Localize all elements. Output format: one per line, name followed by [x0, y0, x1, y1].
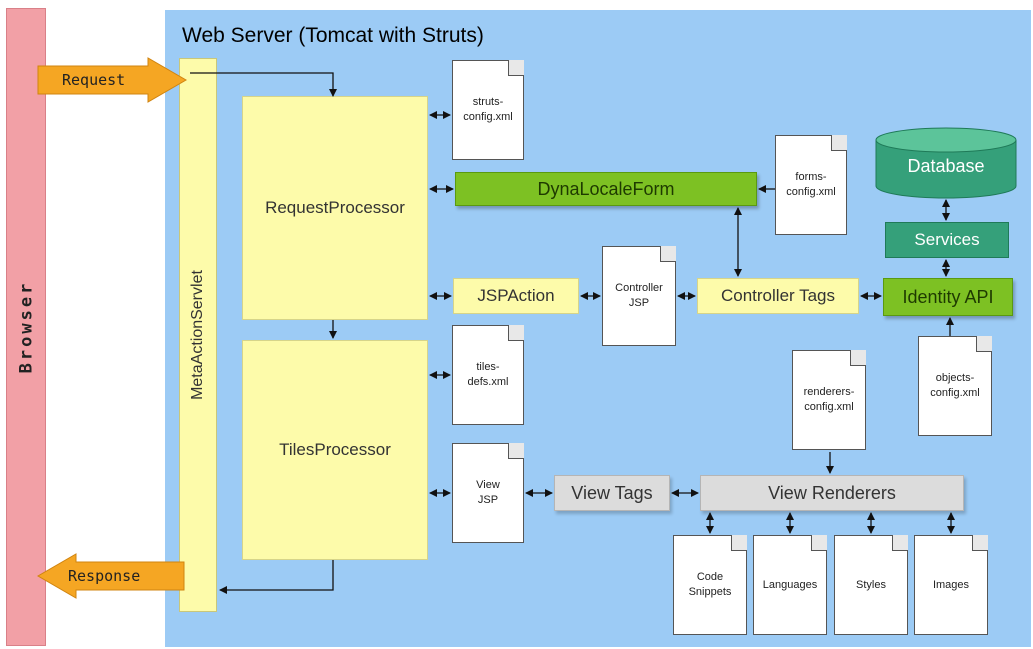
- web-server-title: Web Server (Tomcat with Struts): [182, 24, 484, 47]
- controller-tags: Controller Tags: [697, 278, 859, 314]
- jsp-action: JSPAction: [453, 278, 579, 314]
- request-arrow: [37, 57, 187, 103]
- view-jsp-doc: View JSP: [452, 443, 524, 543]
- images-doc: Images: [914, 535, 988, 635]
- view-jsp-doc-fold: [508, 443, 524, 459]
- jsp-action-label: JSPAction: [477, 286, 555, 305]
- services: Services: [885, 222, 1009, 258]
- objects-config-doc-fold: [976, 336, 992, 352]
- code-snippets-doc-fold: [731, 535, 747, 551]
- renderers-config-doc: renderers- config.xml: [792, 350, 866, 450]
- view-renderers: View Renderers: [700, 475, 964, 511]
- tiles-processor-label: TilesProcessor: [279, 440, 391, 459]
- identity-api-label: Identity API: [902, 286, 994, 307]
- styles-doc: Styles: [834, 535, 908, 635]
- objects-config-doc: objects- config.xml: [918, 336, 992, 436]
- services-label: Services: [914, 230, 980, 249]
- tiles-defs-doc: tiles- defs.xml: [452, 325, 524, 425]
- browser-column: [6, 8, 46, 646]
- forms-config-doc-fold: [831, 135, 847, 151]
- response-label: Response: [68, 567, 140, 585]
- struts-config-doc: struts- config.xml: [452, 60, 524, 160]
- meta-action-servlet: [179, 58, 217, 612]
- identity-api: Identity API: [883, 278, 1013, 316]
- tiles-defs-doc-fold: [508, 325, 524, 341]
- database-label: Database: [907, 156, 984, 176]
- controller-tags-label: Controller Tags: [720, 286, 836, 305]
- dyna-locale-form-label: DynaLocaleForm: [537, 178, 675, 199]
- database-cylinder: [875, 127, 1017, 199]
- request-processor: RequestProcessor: [242, 96, 428, 320]
- dyna-locale-form: DynaLocaleForm: [455, 172, 757, 206]
- languages-doc-fold: [811, 535, 827, 551]
- languages-doc: Languages: [753, 535, 827, 635]
- servlet-to-request-processor: [190, 72, 337, 97]
- controller-jsp-doc-fold: [660, 246, 676, 262]
- tiles-to-servlet: [219, 560, 334, 594]
- tiles-processor: TilesProcessor: [242, 340, 428, 560]
- forms-config-doc: forms- config.xml: [775, 135, 847, 235]
- controller-jsp-doc: Controller JSP: [602, 246, 676, 346]
- code-snippets-doc: Code Snippets: [673, 535, 747, 635]
- styles-doc-fold: [892, 535, 908, 551]
- renderers-config-doc-fold: [850, 350, 866, 366]
- request-processor-label: RequestProcessor: [265, 198, 405, 217]
- request-label: Request: [62, 71, 125, 89]
- response-arrow: [37, 553, 185, 599]
- view-tags-label: View Tags: [571, 482, 653, 503]
- images-doc-fold: [972, 535, 988, 551]
- view-renderers-label: View Renderers: [768, 482, 896, 503]
- view-tags: View Tags: [554, 475, 670, 511]
- struts-config-doc-fold: [508, 60, 524, 76]
